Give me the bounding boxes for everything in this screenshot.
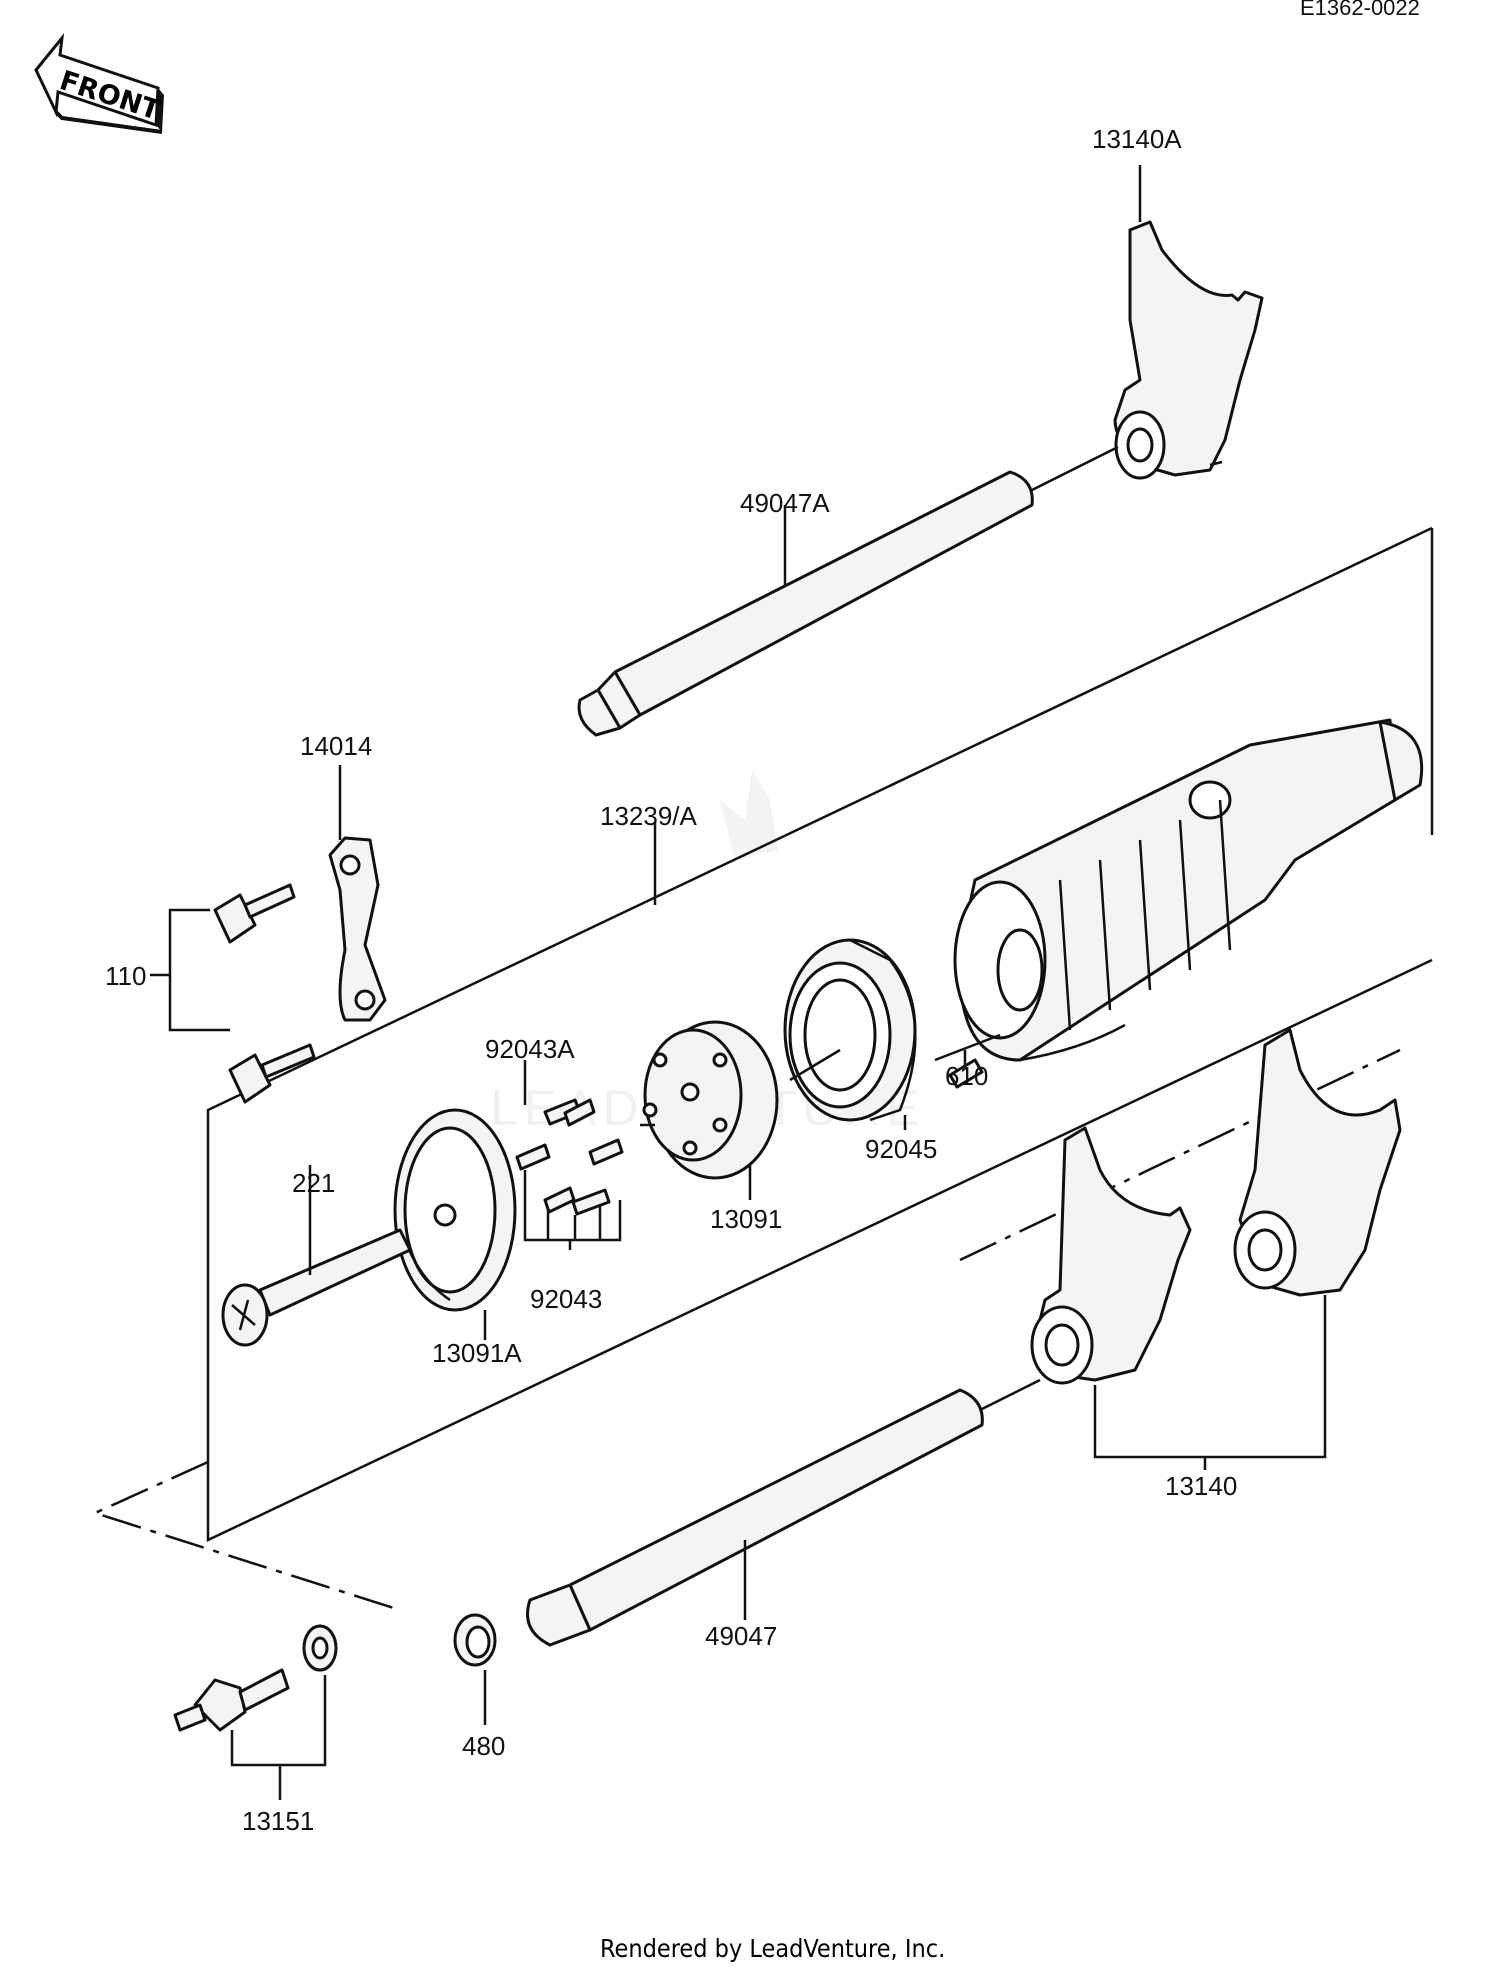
pin-610 xyxy=(934,1033,1001,1089)
label-49047: 49047 xyxy=(705,1621,777,1651)
shift-forks-13140 xyxy=(1030,1028,1402,1385)
cam-plate-13091a xyxy=(393,1108,517,1312)
pins-92043 xyxy=(515,1098,624,1216)
label-110: 110 xyxy=(105,961,146,991)
shift-fork-13140a xyxy=(1113,220,1264,480)
diagram-code: E1362-0022 xyxy=(1300,0,1420,20)
bearing-92045 xyxy=(783,938,917,1122)
screw-221 xyxy=(221,1228,412,1347)
label-221: 221 xyxy=(292,1168,335,1198)
stopper-plate-14014 xyxy=(328,836,387,1022)
label-92043a: 92043A xyxy=(485,1034,575,1064)
label-13091a: 13091A xyxy=(432,1338,522,1368)
label-13151: 13151 xyxy=(242,1806,314,1836)
label-13239a: 13239/A xyxy=(600,801,698,831)
front-arrow-icon: FRONT xyxy=(34,33,164,134)
part-labels: 13140A 49047A 14014 13239/A 110 92043A 6… xyxy=(105,124,1237,1836)
drum-cam-13091 xyxy=(640,1020,841,1180)
label-13140: 13140 xyxy=(1165,1471,1237,1501)
label-92043: 92043 xyxy=(530,1284,602,1314)
circlip-480 xyxy=(453,1613,497,1667)
shift-drum xyxy=(953,718,1424,1062)
label-480: 480 xyxy=(462,1731,505,1761)
label-13140a: 13140A xyxy=(1092,124,1182,154)
leader-lines xyxy=(150,165,1327,1800)
neutral-switch-13151 xyxy=(173,1624,338,1732)
shift-rod-49047a xyxy=(577,445,1119,737)
bolts-110 xyxy=(213,883,316,1104)
label-49047a: 49047A xyxy=(740,488,830,518)
shift-rod-49047 xyxy=(526,1378,1041,1647)
footer-credit: Rendered by LeadVenture, Inc. xyxy=(600,1934,945,1963)
label-92045: 92045 xyxy=(865,1134,937,1164)
assembly-outline xyxy=(206,526,1434,1542)
label-610: 610 xyxy=(945,1061,988,1091)
assembly-dash-bottom xyxy=(91,1460,401,1612)
label-14014: 14014 xyxy=(300,731,372,761)
label-13091: 13091 xyxy=(710,1204,782,1234)
assembly-dash-right xyxy=(959,1048,1401,1262)
